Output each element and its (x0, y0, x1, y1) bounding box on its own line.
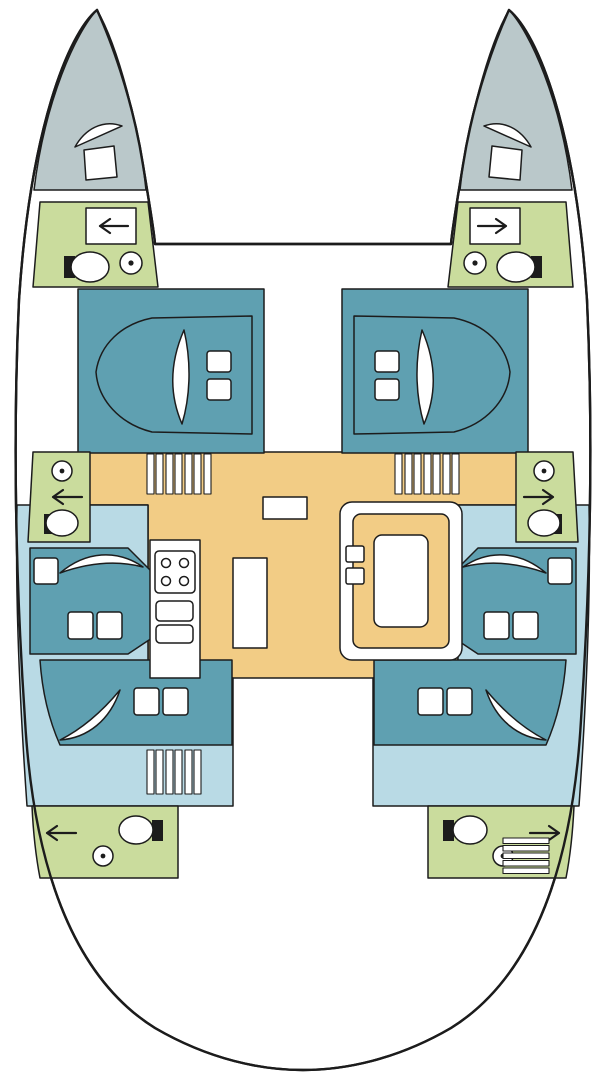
step-tread-icon (146, 749, 155, 795)
port-aft-steps (146, 749, 202, 795)
aft-head (31, 805, 179, 879)
step-tread-icon (155, 453, 164, 495)
sink-drain (128, 260, 134, 266)
toilet-icon (45, 509, 79, 537)
pillow-icon (133, 687, 160, 716)
toilet-cistern (64, 256, 75, 278)
toilet-cistern (152, 820, 163, 841)
dinette (339, 501, 463, 661)
stove-burners-icon (160, 575, 172, 587)
direction-arrow-icon (98, 217, 130, 235)
direction-arrow-icon (45, 824, 78, 842)
sink-basins-icon (155, 624, 194, 644)
hatch-icon (83, 145, 118, 181)
toilet-icon (70, 251, 110, 283)
pillow-icon (162, 687, 189, 716)
step-tread-icon (146, 453, 155, 495)
step-tread-icon (502, 844, 550, 852)
step-tread-icon (174, 749, 183, 795)
step-tread-icon (165, 453, 174, 495)
step-tread-icon (193, 749, 202, 795)
mid-cabin (29, 547, 153, 655)
step-tread-icon (193, 453, 202, 495)
aft-head-area (31, 805, 179, 879)
step-tread-icon (165, 749, 174, 795)
pillow-icon (206, 378, 232, 401)
aft-cabin (39, 659, 233, 746)
hull-outline-overlay (14, 8, 592, 1072)
door-swing-icon (172, 329, 190, 425)
step-tread-icon (203, 453, 212, 495)
stove-burners-icon (178, 575, 190, 587)
island-unit (232, 557, 268, 649)
port-hull-interior (15, 9, 265, 879)
pillow-icon (206, 350, 232, 373)
stool (345, 567, 365, 585)
door-swing-icon (59, 689, 121, 741)
sink-drain (100, 853, 106, 859)
starboard-stern-steps (502, 837, 550, 875)
toilet-icon (118, 815, 154, 845)
sink-drain (59, 468, 65, 474)
step-tread-icon (502, 852, 550, 860)
step-tread-icon (502, 837, 550, 845)
stove-burners-icon (178, 557, 190, 569)
nightstand (33, 557, 59, 585)
dinette-table (373, 534, 429, 628)
fore-cabin-area (77, 288, 265, 454)
entry-sill (262, 496, 308, 520)
fore-head (32, 201, 159, 288)
door-swing-icon (74, 123, 123, 148)
step-tread-icon (174, 453, 183, 495)
fore-cabin (77, 288, 265, 454)
sink-basins-icon (155, 600, 194, 622)
mid-head (27, 451, 91, 543)
pillow-icon (67, 611, 94, 640)
stove-top (154, 550, 196, 594)
galley (149, 539, 201, 679)
companionway-steps (146, 453, 212, 495)
step-tread-icon (155, 749, 164, 795)
step-tread-icon (184, 749, 193, 795)
direction-arrow-icon (51, 488, 84, 506)
pillow-icon (96, 611, 123, 640)
bow-locker (33, 9, 147, 191)
step-tread-icon (184, 453, 193, 495)
bed-outline (95, 315, 253, 435)
door-swing-icon (59, 554, 144, 574)
step-tread-icon (502, 867, 550, 875)
stove-burners-icon (160, 557, 172, 569)
stool (345, 545, 365, 563)
step-tread-icon (502, 859, 550, 867)
